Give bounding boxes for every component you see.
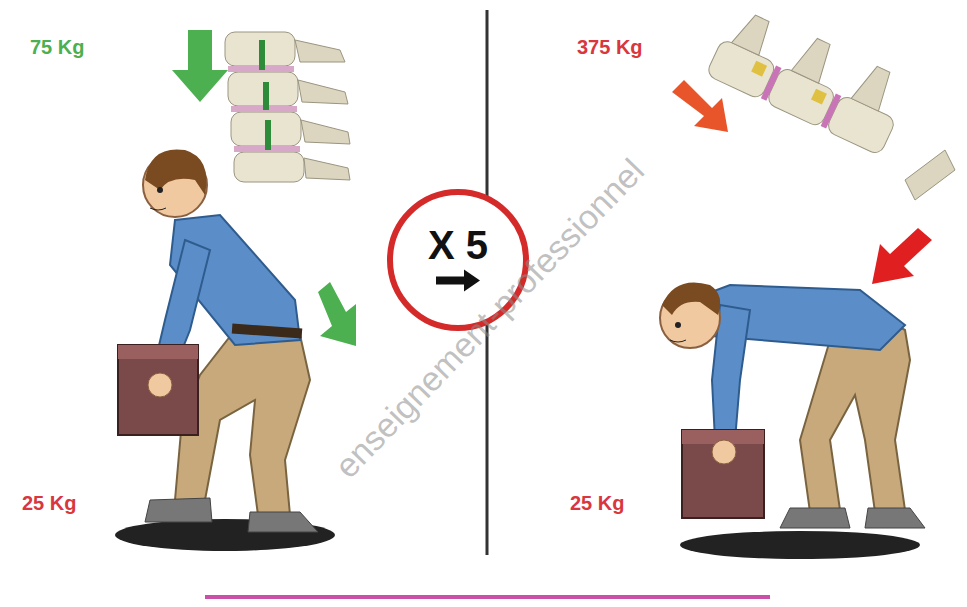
spine-left (225, 32, 350, 182)
spine-right (706, 2, 955, 200)
load-value: 375 Kg (577, 36, 643, 59)
multiplier-text: X 5 (386, 223, 530, 267)
person-bending (660, 283, 925, 560)
box-weight: 25 Kg (22, 492, 76, 515)
person-squatting (115, 149, 335, 551)
direction-arrow (436, 270, 480, 292)
load-arrow (318, 282, 356, 346)
load-arrow (672, 80, 728, 132)
load-arrow (172, 30, 228, 102)
underline (205, 595, 770, 599)
load-arrow (872, 228, 932, 284)
load-value: 75 Kg (30, 36, 84, 59)
box-weight: 25 Kg (570, 492, 624, 515)
